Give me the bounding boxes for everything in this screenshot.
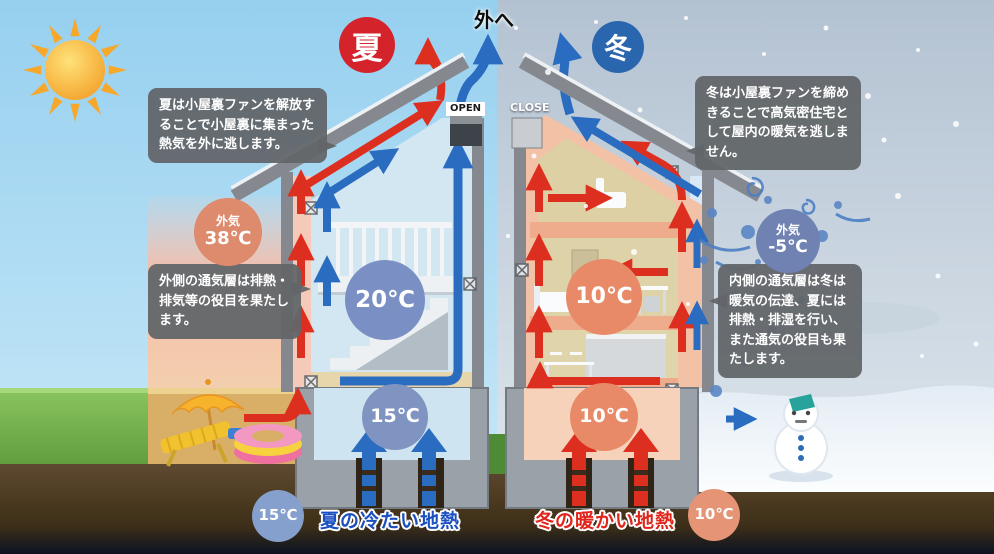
vent-close-label: CLOSE: [510, 101, 550, 114]
summer-attic-note: 夏は小屋裏ファンを解放することで小屋裏に集まった熱気を外に逃します。: [148, 88, 337, 163]
attic-fan-closed: [511, 117, 543, 149]
winter-underfloor-temp-badge: 10℃: [570, 383, 638, 451]
summer-season-badge: 夏: [339, 17, 395, 73]
summer-warm-airflow: [244, 37, 446, 422]
note-text: 夏は小屋裏ファンを解放することで小屋裏に集まった熱気を外に逃します。: [159, 98, 316, 152]
earth-deep-band: [0, 528, 994, 554]
summer-indoor-temp-badge: 20℃: [345, 260, 425, 340]
note-text: 外側の通気層は排熱・排気等の役目を果たします。: [159, 274, 290, 328]
bubble-tail: [679, 144, 704, 158]
winter-cool-airflow: [552, 32, 758, 431]
summer-geothermal-label: 夏の冷たい地熱: [319, 510, 460, 532]
winter-indoor-temp-badge: 10℃: [566, 259, 642, 335]
outside-air-temp: 38℃: [204, 227, 252, 249]
winter-attic-note: 冬は小屋裏ファンを締めきることで高気密住宅として屋内の暖気を逃しません。: [686, 76, 861, 170]
outside-air-label: 外気: [775, 223, 800, 238]
bubble-tail: [292, 282, 318, 296]
to-outside-label: 外へ: [474, 8, 514, 32]
beach-decorations: [160, 379, 302, 467]
winter-outside-temp-badge: 外気 -5℃: [756, 209, 820, 273]
winter-season-badge: 冬: [592, 21, 644, 73]
winter-ground-temp-badge: 10℃: [688, 489, 740, 541]
winter-wall-note: 内側の通気層は冬は暖気の伝達、夏には排熱・排湿を行い、また通気の役目も果たします…: [709, 264, 862, 378]
note-text: 内側の通気層は冬は暖気の伝達、夏には排熱・排湿を行い、また通気の役目も果たします…: [729, 274, 847, 367]
outside-air-temp: -5℃: [768, 237, 808, 258]
note-text: 冬は小屋裏ファンを締めきることで高気密住宅として屋内の暖気を逃しません。: [706, 86, 850, 160]
geothermal-arrows-summer: [351, 428, 447, 506]
summer-outside-temp-badge: 外気 38℃: [194, 198, 262, 266]
snowman-icon: [769, 394, 833, 482]
summer-cool-airflow: [313, 33, 504, 386]
winter-geothermal-label: 冬の暖かい地熱: [534, 510, 675, 532]
outside-air-label: 外気: [215, 213, 240, 228]
vent-open-label: OPEN: [446, 102, 486, 116]
sun-icon: [23, 18, 127, 122]
parasol-icon: [171, 379, 245, 451]
bubble-tail: [318, 138, 344, 153]
summer-wall-note: 外側の通気層は排熱・排気等の役目を果たします。: [148, 264, 311, 339]
pool-ring-icon: [234, 424, 302, 464]
bubble-tail: [702, 294, 727, 308]
summer-ground-temp-badge: 15℃: [252, 490, 304, 542]
wind-swirl-icons: [699, 176, 871, 271]
summer-underfloor-temp-badge: 15℃: [362, 384, 428, 450]
